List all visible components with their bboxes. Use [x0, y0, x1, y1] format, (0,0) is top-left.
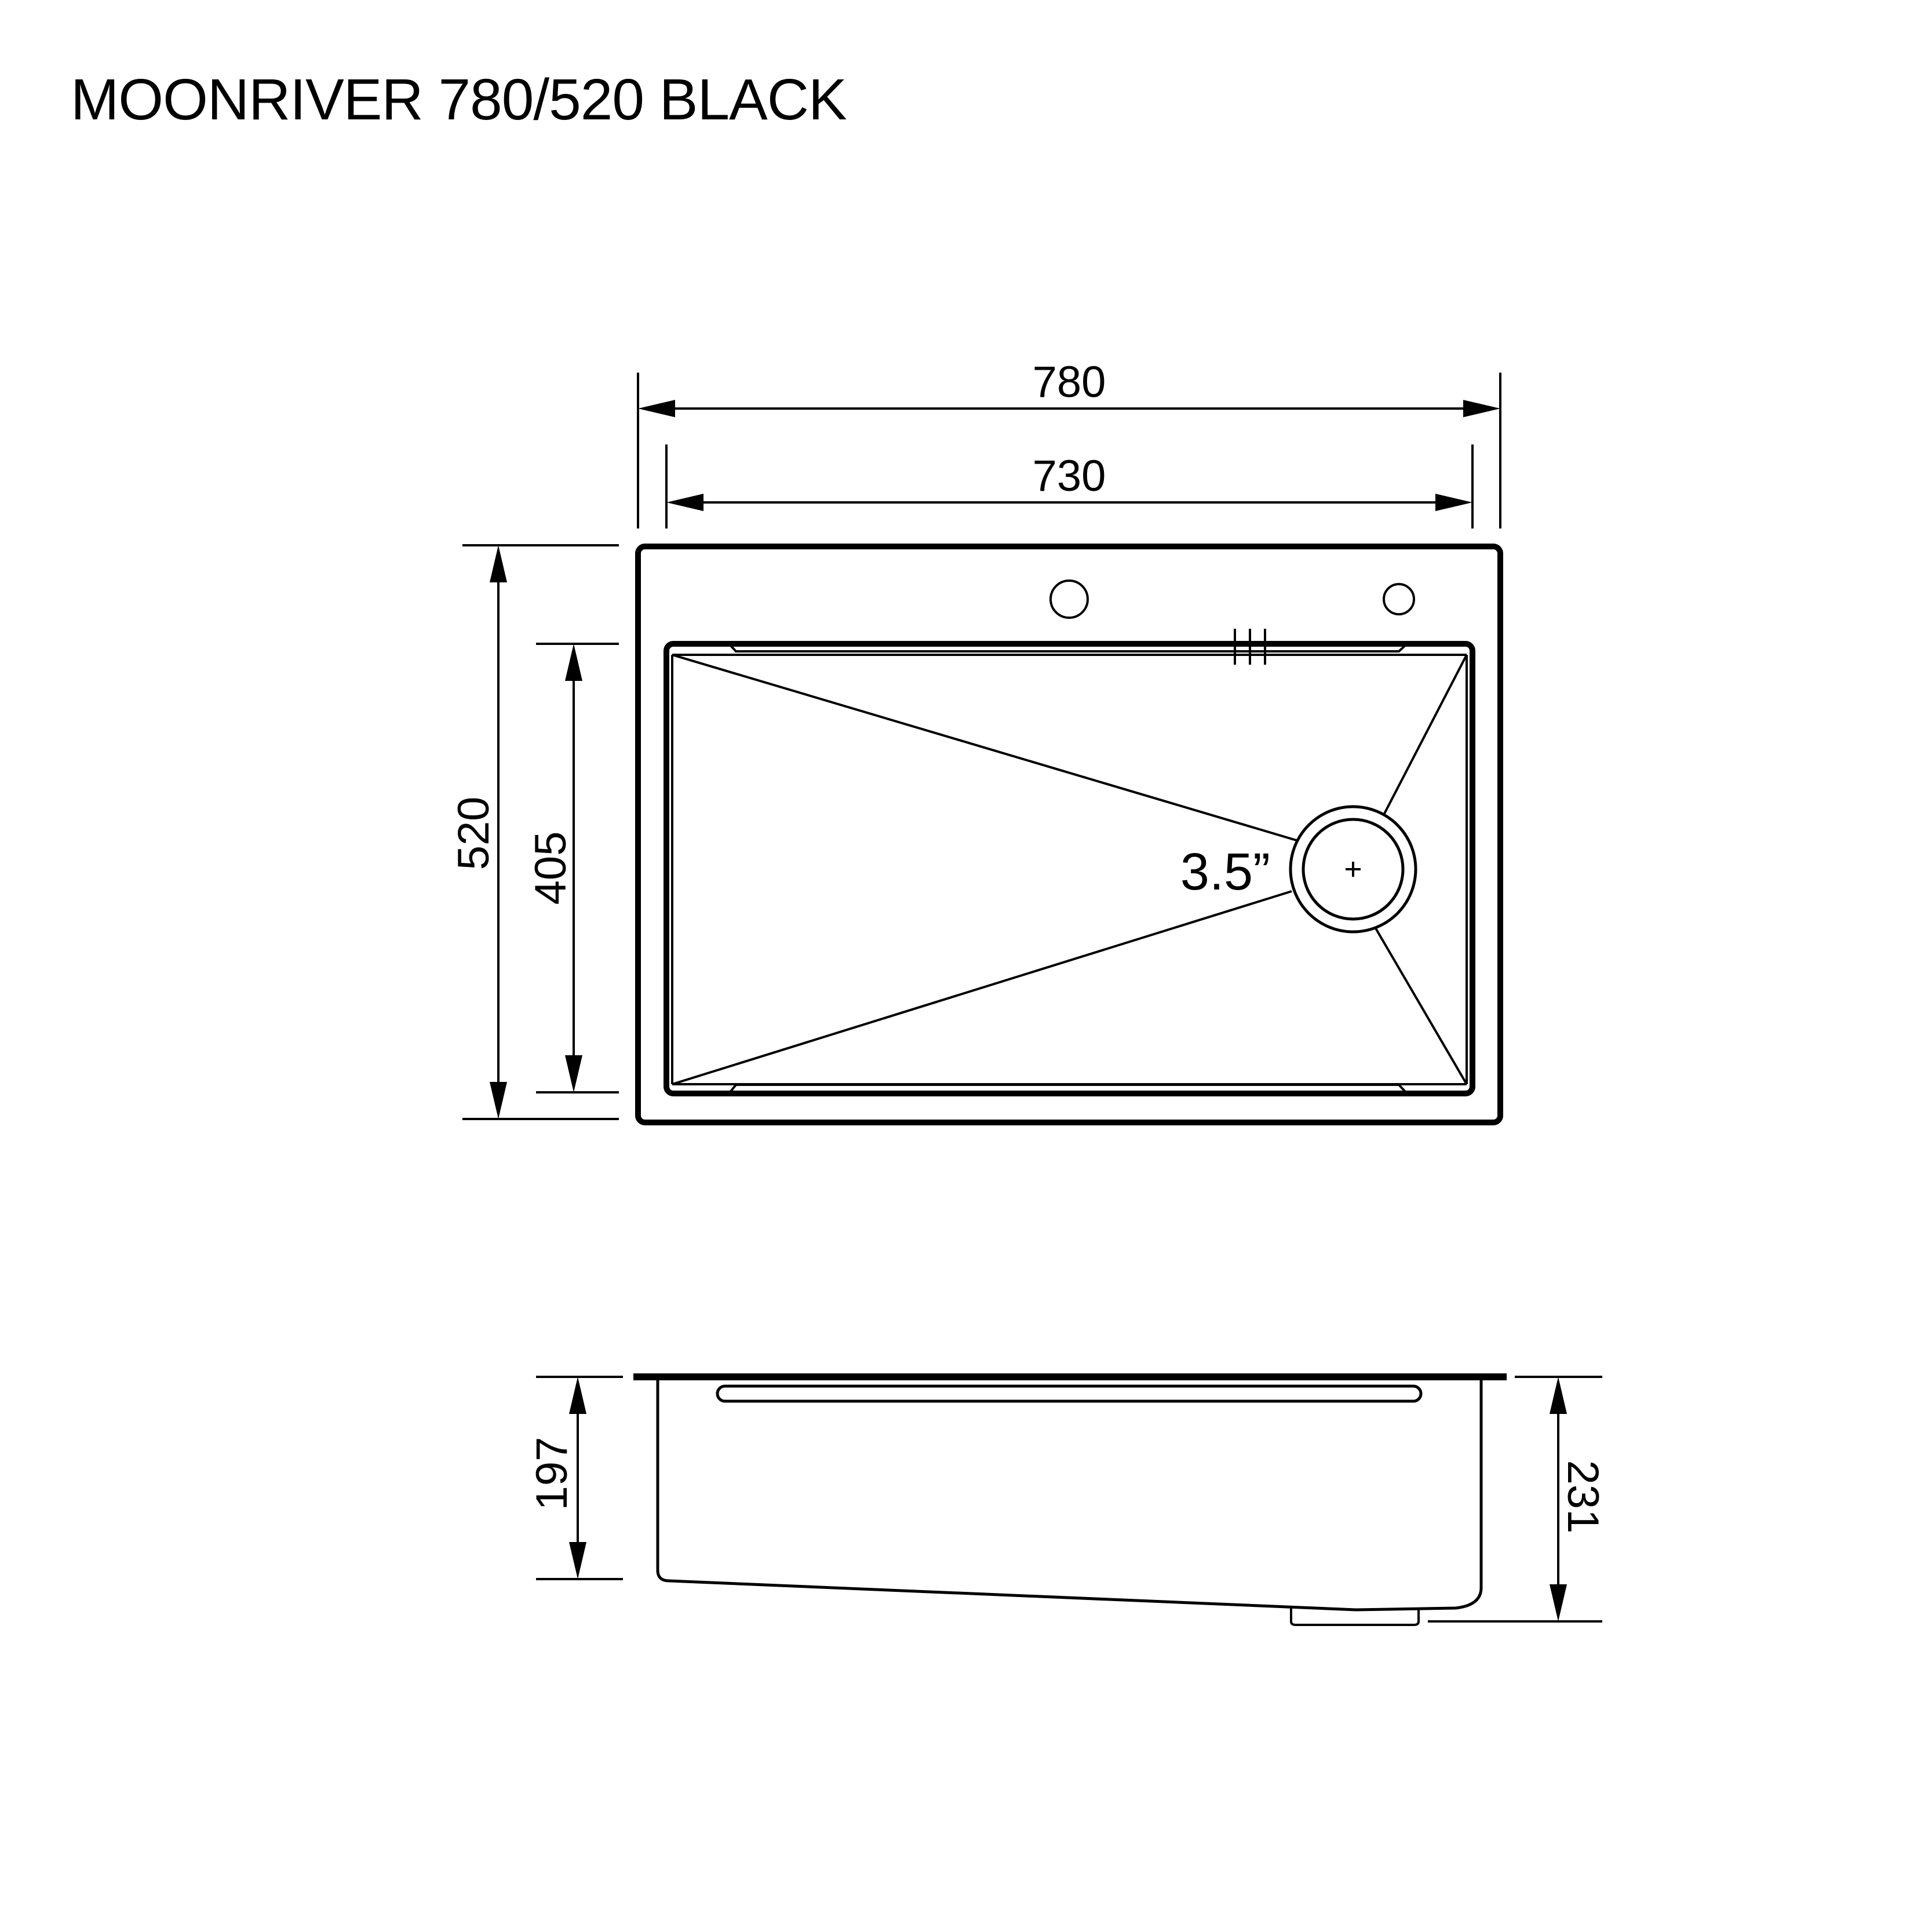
dimension-total-height [1428, 1376, 1602, 1623]
sink-outer-rim [635, 544, 1503, 1125]
arrow-down-icon [490, 1082, 507, 1119]
drain-outer-ring [1289, 805, 1417, 934]
arrow-down-icon [1550, 1584, 1567, 1621]
arrow-up-icon [565, 644, 582, 681]
arrow-right-icon [1435, 494, 1472, 511]
side-body-outline [656, 1380, 1483, 1612]
ledge-marks [1227, 629, 1273, 665]
arrow-up-icon [1550, 1377, 1567, 1414]
drain-inner-ring [1302, 818, 1405, 921]
accessory-hole [1383, 583, 1415, 615]
sink-bowl [664, 641, 1475, 1096]
arrow-up-icon [490, 545, 507, 582]
dimension-overall-width [637, 373, 1501, 528]
arrow-down-icon [565, 1055, 582, 1092]
overall-width-value: 780 [1033, 358, 1106, 407]
arrow-left-icon [666, 494, 703, 511]
arrow-right-icon [1463, 400, 1500, 417]
dimension-overall-depth [462, 544, 619, 1120]
total-height-value: 231 [1558, 1460, 1607, 1534]
bowl-depth-value: 405 [526, 832, 575, 905]
drain-center-icon [1346, 862, 1361, 877]
arrow-left-icon [638, 400, 675, 417]
side-view [633, 1373, 1507, 1626]
arrow-down-icon [569, 1542, 586, 1579]
dimension-bowl-height [536, 1376, 623, 1580]
tap-hole [1049, 579, 1089, 619]
bowl-slope-lines [672, 654, 1468, 1085]
arrow-up-icon [569, 1377, 586, 1414]
bowl-width-value: 730 [1033, 451, 1106, 501]
side-top-plate-edge [633, 1373, 1507, 1380]
dimension-bowl-width [665, 444, 1474, 528]
overall-depth-value: 520 [449, 797, 498, 870]
top-ledge [728, 643, 1408, 652]
drain-size-label: 3.5” [1180, 843, 1270, 901]
drawing-title: MOONRIVER 780/520 BLACK [71, 67, 847, 132]
bowl-height-value: 197 [527, 1437, 577, 1511]
side-drain-outlet [1290, 1607, 1420, 1626]
top-view [635, 544, 1503, 1125]
side-ledge-bar [716, 1384, 1423, 1403]
bottom-ledge [728, 1084, 1408, 1095]
dimension-bowl-depth [536, 643, 619, 1093]
